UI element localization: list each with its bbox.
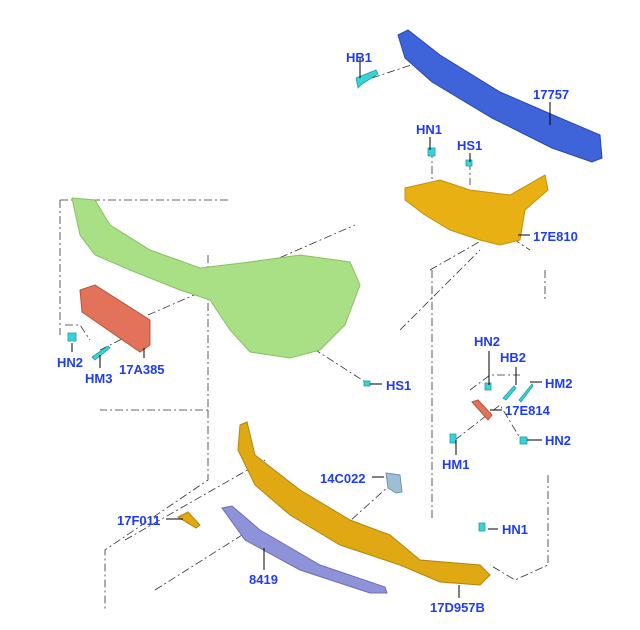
callout-labels: HB1 17757 HN1 HS1 17E810 HN2 HM3 17A385 … <box>57 50 578 615</box>
label-hm3: HM3 <box>85 371 112 386</box>
label-17f011: 17F011 <box>117 513 160 528</box>
label-14c022: 14C022 <box>320 471 366 486</box>
label-hs1: HS1 <box>457 138 482 153</box>
bumper-cover-part <box>71 197 361 359</box>
fastener-hs1-icon <box>465 159 473 167</box>
bracket-17e810-part <box>404 174 549 246</box>
label-17e814: 17E814 <box>505 403 551 418</box>
bracket-17e814-part <box>471 399 493 421</box>
label-hs1: HS1 <box>386 378 411 393</box>
fastener-hb1-icon <box>355 69 379 89</box>
label-8419: 8419 <box>249 572 278 587</box>
bracket-17a385-part <box>79 284 151 353</box>
fastener-hm3-icon <box>91 345 111 361</box>
bracket-14c022-part <box>385 472 403 494</box>
label-hb2: HB2 <box>500 350 526 365</box>
fastener-hn2-icon <box>484 382 492 391</box>
label-hb1: HB1 <box>346 50 372 65</box>
lower-valance-part <box>237 421 491 586</box>
label-17d957b: 17D957B <box>430 600 485 615</box>
label-hn2: HN2 <box>474 334 500 349</box>
fastener-hm2-icon <box>518 383 534 403</box>
label-hn1: HN1 <box>502 522 528 537</box>
fastener-hn1-icon <box>427 147 436 157</box>
label-hm2: HM2 <box>545 376 572 391</box>
fastener-hm1-icon <box>449 433 457 444</box>
bracket-17f011-part <box>176 511 201 529</box>
fastener-hs1-icon <box>363 380 371 387</box>
fasteners <box>67 69 534 532</box>
bumper-reinforcement-part <box>397 29 603 163</box>
fastener-hn2-icon <box>519 436 528 445</box>
fastener-hn1-icon <box>478 522 486 532</box>
label-17e810: 17E810 <box>533 229 578 244</box>
label-17757: 17757 <box>533 87 569 102</box>
air-deflector-part <box>221 505 388 594</box>
label-hn2: HN2 <box>57 355 83 370</box>
leader-lines <box>71 58 551 598</box>
label-hn2: HN2 <box>545 433 571 448</box>
label-hn1: HN1 <box>416 122 442 137</box>
fastener-hb2-icon <box>502 385 517 401</box>
fastener-hn2-icon <box>67 332 77 342</box>
label-hm1: HM1 <box>442 457 469 472</box>
label-17a385: 17A385 <box>119 362 165 377</box>
